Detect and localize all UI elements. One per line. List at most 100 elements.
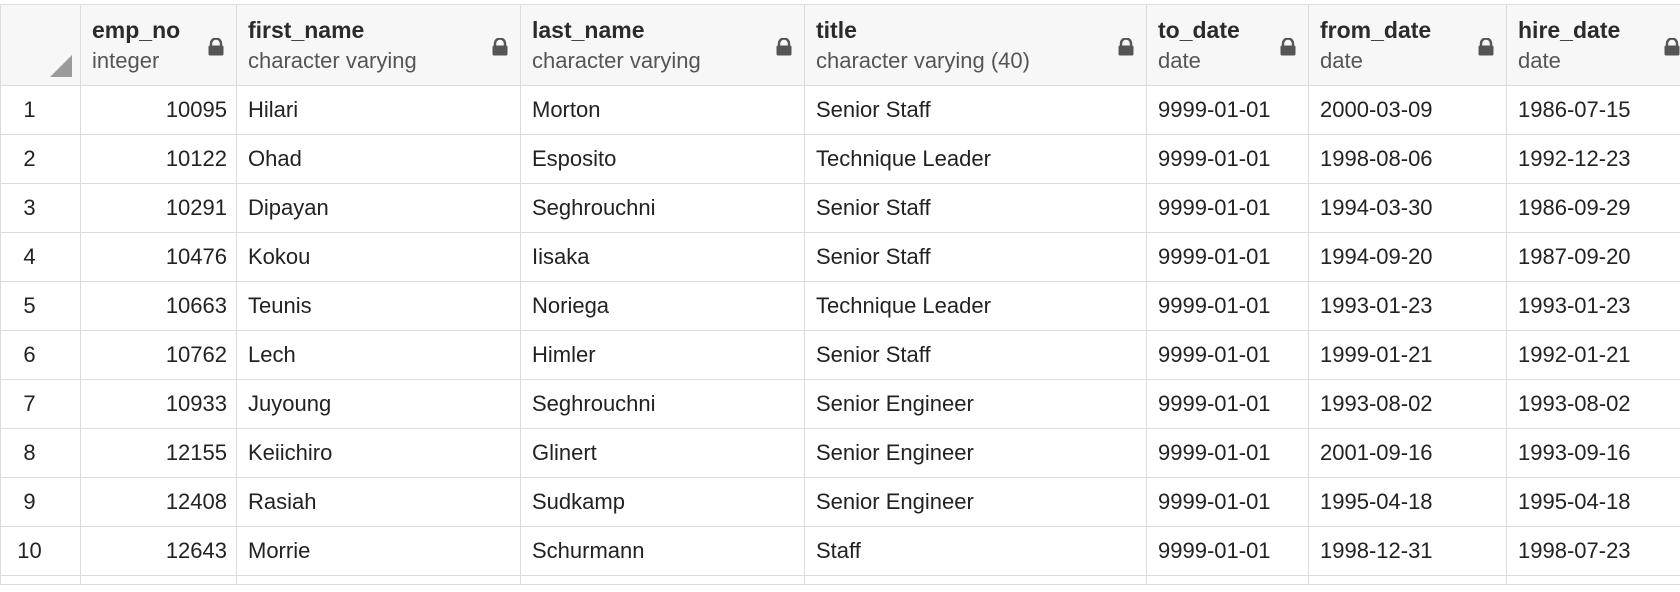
- column-header-last-name[interactable]: last_name character varying: [520, 4, 805, 86]
- cell-from-date[interactable]: 1998-12-31: [1308, 526, 1507, 576]
- table-row[interactable]: 8 12155 Keiichiro Glinert Senior Enginee…: [0, 428, 1680, 478]
- cell-last-name[interactable]: Morton: [520, 85, 805, 135]
- cell-hire-date[interactable]: 1993-09-16: [1506, 428, 1680, 478]
- cell-emp-no[interactable]: 10663: [80, 281, 237, 331]
- cell-to-date[interactable]: 9999-01-01: [1146, 428, 1309, 478]
- cell-title[interactable]: Senior Engineer: [804, 477, 1147, 527]
- table-row[interactable]: 10 12643 Morrie Schurmann Staff 9999-01-…: [0, 526, 1680, 576]
- cell-to-date[interactable]: 9999-01-01: [1146, 477, 1309, 527]
- cell-from-date[interactable]: 1994-09-20: [1308, 232, 1507, 282]
- cell-from-date[interactable]: 2000-03-09: [1308, 85, 1507, 135]
- cell-title[interactable]: Staff: [804, 526, 1147, 576]
- cell-last-name[interactable]: Noriega: [520, 281, 805, 331]
- cell-title[interactable]: [804, 575, 1147, 585]
- cell-emp-no[interactable]: 12155: [80, 428, 237, 478]
- cell-to-date[interactable]: 9999-01-01: [1146, 134, 1309, 184]
- cell-from-date[interactable]: 1999-01-21: [1308, 330, 1507, 380]
- cell-to-date[interactable]: 9999-01-01: [1146, 183, 1309, 233]
- cell-from-date[interactable]: [1308, 575, 1507, 585]
- cell-hire-date[interactable]: 1987-09-20: [1506, 232, 1680, 282]
- table-row[interactable]: 9 12408 Rasiah Sudkamp Senior Engineer 9…: [0, 477, 1680, 527]
- table-row[interactable]: 2 10122 Ohad Esposito Technique Leader 9…: [0, 134, 1680, 184]
- cell-from-date[interactable]: 2001-09-16: [1308, 428, 1507, 478]
- cell-hire-date[interactable]: 1986-09-29: [1506, 183, 1680, 233]
- cell-title[interactable]: Senior Staff: [804, 330, 1147, 380]
- cell-title[interactable]: Technique Leader: [804, 281, 1147, 331]
- cell-last-name[interactable]: Seghrouchni: [520, 183, 805, 233]
- cell-to-date[interactable]: 9999-01-01: [1146, 232, 1309, 282]
- cell-hire-date[interactable]: 1998-07-23: [1506, 526, 1680, 576]
- cell-emp-no[interactable]: [80, 575, 237, 585]
- cell-emp-no[interactable]: 10122: [80, 134, 237, 184]
- row-number[interactable]: 6: [0, 330, 81, 380]
- cell-last-name[interactable]: Iisaka: [520, 232, 805, 282]
- cell-from-date[interactable]: 1993-08-02: [1308, 379, 1507, 429]
- cell-first-name[interactable]: Hilari: [236, 85, 521, 135]
- table-row[interactable]: 1 10095 Hilari Morton Senior Staff 9999-…: [0, 85, 1680, 135]
- cell-last-name[interactable]: [520, 575, 805, 585]
- cell-last-name[interactable]: Himler: [520, 330, 805, 380]
- cell-title[interactable]: Technique Leader: [804, 134, 1147, 184]
- cell-title[interactable]: Senior Engineer: [804, 379, 1147, 429]
- cell-first-name[interactable]: Rasiah: [236, 477, 521, 527]
- cell-title[interactable]: Senior Staff: [804, 85, 1147, 135]
- row-number[interactable]: 8: [0, 428, 81, 478]
- table-row[interactable]: 7 10933 Juyoung Seghrouchni Senior Engin…: [0, 379, 1680, 429]
- cell-hire-date[interactable]: 1986-07-15: [1506, 85, 1680, 135]
- table-row-partial[interactable]: [0, 575, 1680, 585]
- cell-to-date[interactable]: 9999-01-01: [1146, 526, 1309, 576]
- column-header-title[interactable]: title character varying (40): [804, 4, 1147, 86]
- cell-first-name[interactable]: Morrie: [236, 526, 521, 576]
- row-number[interactable]: 7: [0, 379, 81, 429]
- cell-last-name[interactable]: Esposito: [520, 134, 805, 184]
- cell-title[interactable]: Senior Staff: [804, 232, 1147, 282]
- column-header-to-date[interactable]: to_date date: [1146, 4, 1309, 86]
- row-number[interactable]: 4: [0, 232, 81, 282]
- cell-from-date[interactable]: 1993-01-23: [1308, 281, 1507, 331]
- cell-title[interactable]: Senior Engineer: [804, 428, 1147, 478]
- cell-first-name[interactable]: Lech: [236, 330, 521, 380]
- row-number[interactable]: 10: [0, 526, 81, 576]
- row-number[interactable]: 9: [0, 477, 81, 527]
- cell-emp-no[interactable]: 10933: [80, 379, 237, 429]
- cell-first-name[interactable]: Dipayan: [236, 183, 521, 233]
- cell-hire-date[interactable]: 1993-01-23: [1506, 281, 1680, 331]
- cell-to-date[interactable]: 9999-01-01: [1146, 85, 1309, 135]
- table-row[interactable]: 4 10476 Kokou Iisaka Senior Staff 9999-0…: [0, 232, 1680, 282]
- cell-hire-date[interactable]: 1992-12-23: [1506, 134, 1680, 184]
- cell-hire-date[interactable]: 1993-08-02: [1506, 379, 1680, 429]
- column-header-first-name[interactable]: first_name character varying: [236, 4, 521, 86]
- table-row[interactable]: 3 10291 Dipayan Seghrouchni Senior Staff…: [0, 183, 1680, 233]
- cell-hire-date[interactable]: 1995-04-18: [1506, 477, 1680, 527]
- cell-to-date[interactable]: 9999-01-01: [1146, 379, 1309, 429]
- cell-first-name[interactable]: Ohad: [236, 134, 521, 184]
- row-number[interactable]: [0, 575, 81, 585]
- column-header-from-date[interactable]: from_date date: [1308, 4, 1507, 86]
- cell-last-name[interactable]: Sudkamp: [520, 477, 805, 527]
- cell-emp-no[interactable]: 10476: [80, 232, 237, 282]
- cell-first-name[interactable]: Kokou: [236, 232, 521, 282]
- cell-emp-no[interactable]: 12408: [80, 477, 237, 527]
- table-row[interactable]: 6 10762 Lech Himler Senior Staff 9999-01…: [0, 330, 1680, 380]
- cell-from-date[interactable]: 1994-03-30: [1308, 183, 1507, 233]
- cell-to-date[interactable]: 9999-01-01: [1146, 330, 1309, 380]
- cell-last-name[interactable]: Seghrouchni: [520, 379, 805, 429]
- cell-from-date[interactable]: 1998-08-06: [1308, 134, 1507, 184]
- cell-emp-no[interactable]: 10762: [80, 330, 237, 380]
- cell-last-name[interactable]: Glinert: [520, 428, 805, 478]
- cell-title[interactable]: Senior Staff: [804, 183, 1147, 233]
- row-number[interactable]: 3: [0, 183, 81, 233]
- cell-first-name[interactable]: Teunis: [236, 281, 521, 331]
- row-number[interactable]: 1: [0, 85, 81, 135]
- table-row[interactable]: 5 10663 Teunis Noriega Technique Leader …: [0, 281, 1680, 331]
- cell-to-date[interactable]: 9999-01-01: [1146, 281, 1309, 331]
- cell-first-name[interactable]: [236, 575, 521, 585]
- cell-first-name[interactable]: Juyoung: [236, 379, 521, 429]
- cell-from-date[interactable]: 1995-04-18: [1308, 477, 1507, 527]
- cell-emp-no[interactable]: 10291: [80, 183, 237, 233]
- column-header-hire-date[interactable]: hire_date date: [1506, 4, 1680, 86]
- cell-to-date[interactable]: [1146, 575, 1309, 585]
- cell-emp-no[interactable]: 12643: [80, 526, 237, 576]
- row-number[interactable]: 2: [0, 134, 81, 184]
- cell-last-name[interactable]: Schurmann: [520, 526, 805, 576]
